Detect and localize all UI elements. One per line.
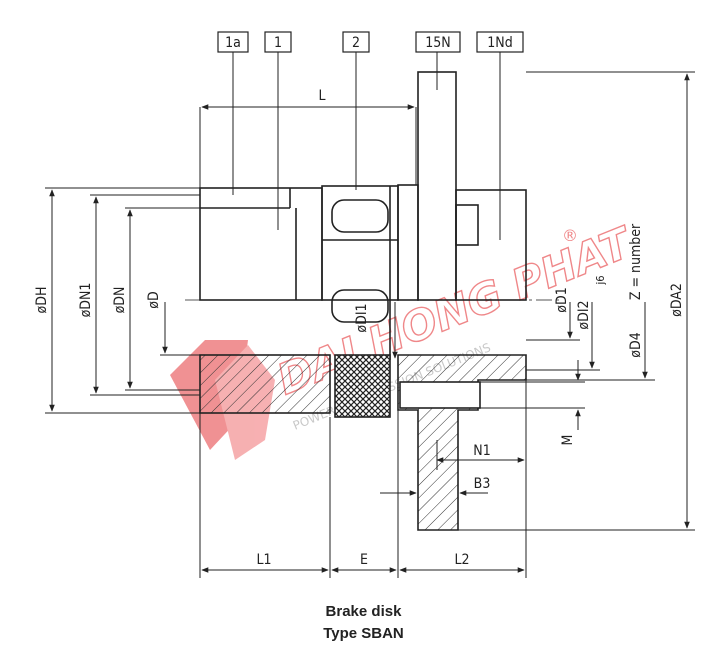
caption-title: Brake disk: [325, 603, 402, 620]
dim-DN: øDN: [112, 287, 128, 314]
dim-B3: B3: [474, 476, 491, 492]
dimension-lines: [45, 52, 695, 578]
bolt: [399, 381, 481, 409]
part-tags: [217, 31, 524, 53]
hub-section: [199, 354, 331, 414]
dim-D4: øD4: [628, 332, 644, 357]
tag-1a: 1a: [225, 35, 241, 51]
dim-M: M: [560, 435, 576, 446]
dim-DA2: øDA2: [669, 283, 685, 317]
dim-DI1: øDI1: [354, 303, 370, 332]
dim-L1: L1: [256, 552, 271, 568]
hub-body: [199, 187, 323, 301]
dim-L: L: [318, 88, 325, 104]
dim-Z: Z = number: [628, 223, 644, 300]
caption-type: Type SBAN: [323, 625, 404, 642]
dim-DH: øDH: [34, 287, 50, 314]
flex-section-knurled: [334, 354, 391, 418]
tag-2: 2: [352, 35, 360, 51]
tag-1: 1: [274, 35, 282, 51]
dim-D: øD: [146, 291, 162, 308]
watermark-registered: ®: [562, 226, 578, 245]
dim-N1: N1: [473, 443, 490, 459]
dim-j6: j6: [594, 275, 607, 285]
tag-15n: 15N: [425, 35, 450, 51]
dim-DI2: øDI2: [576, 300, 592, 329]
dim-DN1: øDN1: [78, 283, 94, 318]
tag-1nd: 1Nd: [487, 35, 512, 51]
dim-E: E: [360, 552, 368, 568]
dim-D1: øD1: [554, 287, 570, 312]
dim-L2: L2: [454, 552, 469, 568]
